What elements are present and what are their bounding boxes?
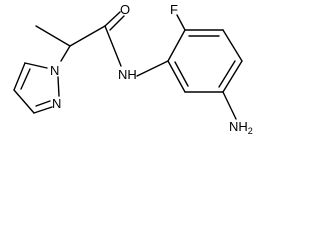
atom-amine-main: NH: [229, 119, 248, 134]
bond-carbonyl-oxygen: [104, 11, 121, 27]
bond-ring-amine: [222, 91, 237, 120]
bond-carbonyl-oxygen-2: [109, 15, 125, 31]
bond-methyl-alpha: [35, 25, 71, 47]
atom-pyrazole-n2: N: [52, 96, 61, 111]
bond-pyr-c5-c4: [13, 62, 26, 91]
bond-pyr-n2-n1: [57, 76, 60, 97]
bond-ring-c4-c5: [222, 60, 243, 93]
atom-fluorine: F: [170, 2, 178, 17]
structure-diagram: O F NH N N NH2: [13, 2, 253, 136]
atom-amine-subscript: 2: [248, 126, 253, 136]
bond-pyr-c4-c3: [13, 89, 35, 114]
bond-alpha-pyrazole: [60, 45, 71, 62]
bond-ring-c3-c4: [222, 29, 243, 62]
bond-ring-c1-c2: [167, 29, 186, 62]
bond-alpha-carbonyl: [69, 25, 106, 47]
bonds: [13, 11, 243, 120]
bond-ring-c4-c5-inner: [218, 60, 236, 88]
bond-ring-fluorine: [176, 14, 186, 31]
atom-amine: NH2: [229, 119, 253, 136]
bond-pyr-c5-c4-inner: [20, 68, 31, 90]
atom-pyrazole-n1: N: [50, 63, 59, 78]
bond-carbonyl-amide-n: [104, 25, 122, 67]
bond-amide-n-aryl: [136, 60, 169, 77]
bond-ring-c6-c1-inner: [174, 61, 189, 87]
bond-pyr-c3-n2: [33, 106, 53, 114]
atom-labels: O F NH N N NH2: [50, 2, 253, 136]
bond-pyr-n1-c5: [24, 62, 48, 69]
atom-oxygen: O: [120, 2, 130, 17]
bond-ring-c6-c1: [167, 60, 186, 93]
atom-amide-nh: NH: [118, 67, 137, 82]
bond-pyr-c3-n2-inner: [35, 100, 51, 107]
molecule-svg: O F NH N N NH2: [13, 2, 253, 136]
